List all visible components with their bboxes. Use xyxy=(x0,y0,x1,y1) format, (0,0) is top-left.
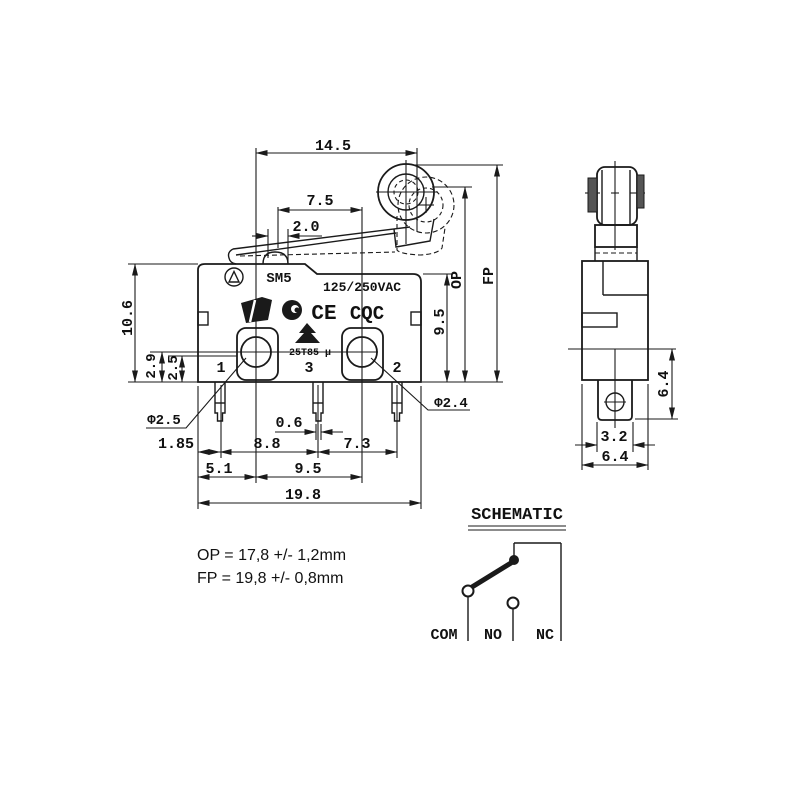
dim-lever-length-label: 7.5 xyxy=(306,193,333,210)
dim-hole-left-offset-label: 5.1 xyxy=(205,461,232,478)
ce-mark-text: CE xyxy=(311,303,336,326)
terminal-number-3: 3 xyxy=(304,360,313,377)
dim-op-label: OP xyxy=(449,271,466,289)
left-side-tab xyxy=(197,311,209,326)
schematic-lever-arm xyxy=(469,560,514,590)
triangle-cert-icon xyxy=(224,267,244,287)
side-roller xyxy=(596,166,638,226)
roller-pressed-inner xyxy=(408,187,444,223)
op-note: OP = 17,8 +/- 1,2mm xyxy=(197,547,346,564)
lever-bottom-edge xyxy=(235,232,397,256)
schematic-com-label: COM xyxy=(430,627,457,644)
certification-markings xyxy=(224,267,320,343)
dim-hole-center-height-label: 2.9 xyxy=(144,353,160,378)
front-view: 14.5 7.5 2.0 10.6 2.9 2.5 9.5 OP FP 1 3 … xyxy=(120,138,503,509)
schematic-no-label: NO xyxy=(484,627,502,644)
voltage-rating-marking: 125/250VAC xyxy=(323,280,401,295)
side-lever-plate-left xyxy=(587,177,598,213)
flame-icon xyxy=(295,323,320,343)
lever-top-edge xyxy=(232,226,411,250)
terminal-com xyxy=(214,382,226,422)
terminal-nc xyxy=(391,382,403,422)
cqc-mark-text: CQC xyxy=(350,303,384,325)
callout-mounting-hole-diameter: Φ2.5 xyxy=(147,413,181,429)
left-mounting-hole xyxy=(240,336,272,368)
model-marking: SM5 xyxy=(266,271,291,287)
lever-pivot-hook xyxy=(227,248,237,265)
dim-terminal-thickness-label: 0.6 xyxy=(275,415,302,432)
dim-hole-edge-height-label: 2.5 xyxy=(166,355,182,380)
fp-note: FP = 19,8 +/- 0,8mm xyxy=(197,570,343,587)
roller-bracket xyxy=(393,218,435,248)
side-lever-plate-right xyxy=(636,174,645,209)
left-mounting-lug xyxy=(236,327,279,381)
switch-body xyxy=(197,251,422,422)
dim-body-height-label: 10.6 xyxy=(120,300,137,336)
right-mounting-lug xyxy=(341,327,384,381)
schematic: SCHEMATIC COM NO NC xyxy=(430,506,566,644)
dim-body-depth-label: 6.4 xyxy=(601,449,628,466)
dim-top-width-label: 14.5 xyxy=(315,138,351,155)
dim-left-terminal-offset-label: 1.85 xyxy=(158,436,194,453)
dim-hole-pitch-label: 9.5 xyxy=(294,461,321,478)
schematic-no-contact xyxy=(506,596,520,610)
front-dimension-lines xyxy=(132,150,500,506)
dim-terminal-width-label: 3.2 xyxy=(600,429,627,446)
dim-terminal-pitch-right-label: 7.3 xyxy=(343,436,370,453)
lever-and-roller xyxy=(227,160,455,265)
dim-terminal-pitch-left-label: 8.8 xyxy=(253,436,280,453)
ul-mark-icon xyxy=(241,297,272,323)
side-view-outline xyxy=(581,161,649,428)
terminal-number-1: 1 xyxy=(216,360,225,377)
side-view: 6.4 3.2 6.4 xyxy=(568,161,678,470)
terminal-number-2: 2 xyxy=(392,360,401,377)
dim-fp-label: FP xyxy=(481,267,498,285)
lever-pressed-position xyxy=(239,251,396,257)
dim-body-width-label: 19.8 xyxy=(285,487,321,504)
dim-button-width-label: 2.0 xyxy=(292,219,319,236)
phi24-leader-line xyxy=(370,357,470,411)
side-dimension-lines xyxy=(568,348,678,470)
schematic-title: SCHEMATIC xyxy=(471,506,563,525)
temp-rating-marking: 25T85 µ xyxy=(289,348,331,359)
schematic-circuit xyxy=(461,542,562,641)
side-lever-bracket xyxy=(594,224,638,248)
dim-terminal-length-label: 6.4 xyxy=(656,370,673,397)
dim-body-side-height-label: 9.5 xyxy=(432,308,449,335)
bracket-pressed-position xyxy=(396,216,446,256)
right-side-tab xyxy=(410,311,422,326)
terminal-no xyxy=(312,382,324,422)
roller-pressed-outer xyxy=(397,176,455,234)
body-outline xyxy=(197,263,422,383)
dimension-notes: OP = 17,8 +/- 1,2mm FP = 19,8 +/- 0,8mm xyxy=(197,547,346,587)
schematic-com-contact xyxy=(461,584,475,598)
callout-terminal-hole-diameter: Φ2.4 xyxy=(434,396,468,412)
schematic-nc-label: NC xyxy=(536,627,554,644)
right-mounting-hole xyxy=(346,336,378,368)
plunger-button xyxy=(262,251,289,265)
